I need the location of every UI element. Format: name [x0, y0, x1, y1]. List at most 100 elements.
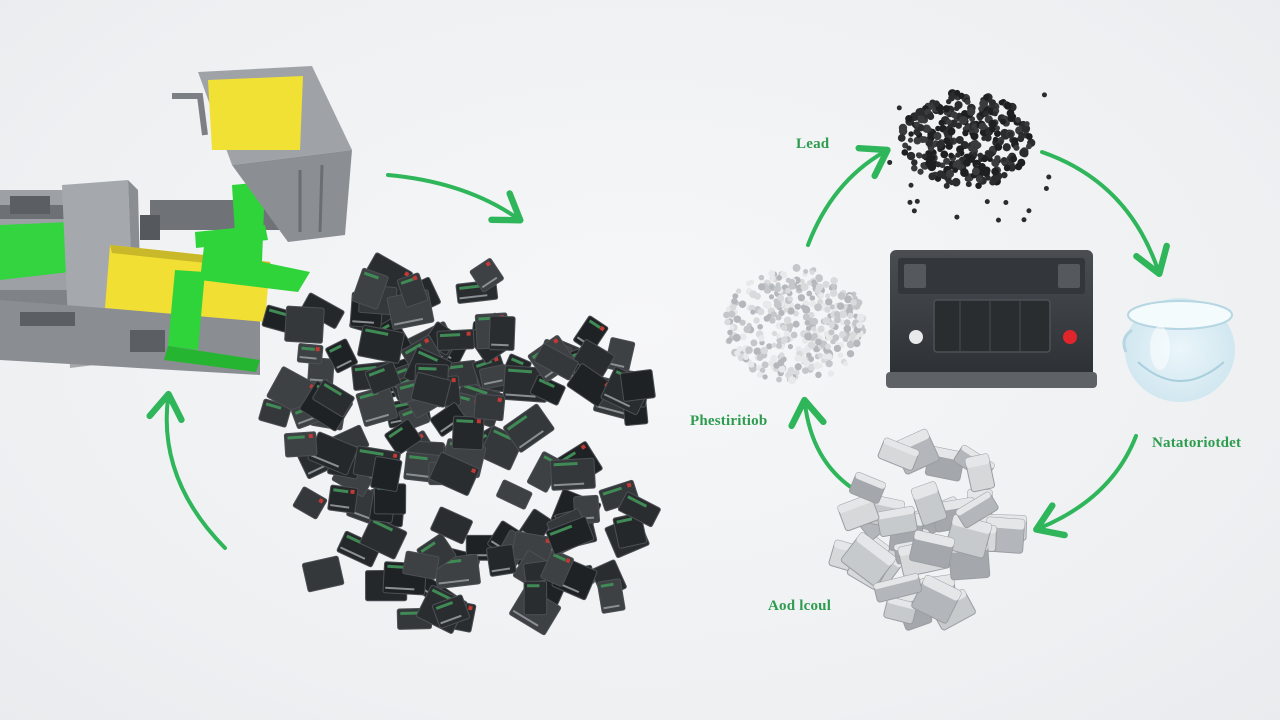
- scrap-piece: [307, 431, 359, 476]
- lead-pellet: [929, 154, 936, 162]
- plastic-pellet: [781, 324, 788, 331]
- plastic-pellet: [778, 365, 786, 373]
- scrap-piece: [370, 456, 403, 492]
- plastic-pellet: [756, 371, 764, 378]
- plastic-pellet: [807, 341, 816, 349]
- plastic-pellet: [776, 376, 782, 383]
- plastic-pellet: [729, 324, 735, 330]
- plastic-pellet: [842, 361, 848, 367]
- scrap-piece: [364, 361, 402, 395]
- plastic-pellet: [809, 295, 816, 301]
- arrow-acid-to-plastic: [788, 396, 854, 490]
- plastic-pellet: [807, 280, 813, 286]
- plastic-pellet: [745, 280, 752, 287]
- lead-pellet: [1001, 171, 1008, 179]
- lead-pellet: [943, 157, 951, 165]
- lead-pellet: [935, 161, 942, 168]
- lead-pellet: [992, 136, 999, 143]
- lead-pellet: [928, 145, 934, 152]
- plastic-pellet: [776, 294, 785, 303]
- lead-pellet: [906, 145, 912, 151]
- plastic-pellet: [763, 315, 770, 322]
- lead-pellet: [896, 105, 902, 111]
- label-electrolyte: Natatoriotdet: [1152, 435, 1242, 451]
- plastic-pellet: [829, 304, 835, 310]
- plastic-pellet: [843, 325, 852, 333]
- plastic-pellet: [856, 321, 863, 329]
- plastic-pellet: [856, 313, 865, 322]
- lead-pellet: [1017, 135, 1025, 143]
- plastic-pellet: [768, 294, 775, 300]
- plastic-pellet: [736, 345, 743, 352]
- plastic-pellet: [813, 361, 822, 370]
- plastic-pellet: [794, 363, 802, 371]
- lead-pellet: [908, 131, 914, 137]
- lead-pellet: [942, 105, 951, 113]
- plastic-pellet: [723, 311, 730, 319]
- plastic-pellet: [739, 333, 747, 341]
- lead-pellet: [972, 152, 978, 158]
- plastic-pellet: [750, 339, 758, 347]
- lead-pellet: [975, 182, 982, 189]
- plastic-pellet: [768, 269, 776, 277]
- lead-pellet: [1003, 164, 1011, 172]
- plastic-pellet: [773, 298, 779, 304]
- plastic-pellet: [802, 313, 810, 321]
- lead-pellet: [952, 167, 959, 173]
- plastic-pellet: [824, 306, 831, 313]
- lead-pellet: [960, 168, 969, 178]
- plastic-pellets-icon: [723, 263, 867, 385]
- plastic-pellet: [726, 337, 733, 344]
- lead-pellet: [984, 134, 992, 142]
- plastic-pellet: [829, 289, 838, 297]
- plastic-pellet: [743, 325, 751, 334]
- plastic-pellet: [804, 320, 811, 326]
- lead-chunk: [877, 437, 920, 471]
- scrap-piece: [596, 578, 626, 614]
- lead-pellet: [1015, 116, 1021, 123]
- scrap-piece: [431, 594, 471, 629]
- lead-pellet: [971, 123, 977, 129]
- plastic-pellet: [735, 288, 742, 294]
- lead-chunk: [964, 453, 996, 493]
- lead-pellet: [950, 111, 958, 119]
- plastic-pellet: [753, 347, 762, 356]
- plastic-pellet: [803, 268, 809, 275]
- lead-pellet: [962, 129, 969, 137]
- plastic-pellet: [849, 331, 857, 338]
- lead-pellet: [945, 142, 953, 150]
- lead-chunk: [910, 481, 948, 526]
- lead-chunk: [883, 596, 918, 625]
- lead-pellet: [959, 115, 968, 125]
- lead-pellet: [913, 121, 920, 128]
- plastic-pellet: [739, 319, 746, 326]
- lead-pellet: [916, 152, 923, 159]
- plastic-pellet: [788, 279, 796, 286]
- plastic-pellet: [808, 356, 815, 362]
- lead-chunk: [840, 532, 896, 587]
- scrap-piece: [436, 329, 475, 351]
- arrow-lead-to-electrolyte: [1040, 150, 1170, 277]
- plastic-pellet: [814, 338, 822, 346]
- plastic-pellet: [809, 300, 817, 308]
- lead-pellet: [938, 119, 945, 126]
- plastic-pellet: [778, 309, 785, 317]
- lead-pellet: [1013, 144, 1020, 151]
- plastic-pellet: [763, 301, 772, 310]
- plastic-pellet: [837, 292, 846, 300]
- lead-chunk: [911, 574, 962, 624]
- lead-chunk: [849, 471, 886, 504]
- plastic-pellet: [804, 332, 812, 341]
- lead-pellet: [1001, 157, 1007, 163]
- lead-chunk: [876, 506, 918, 538]
- lead-pellet: [1004, 102, 1012, 110]
- lead-pellet: [917, 168, 924, 175]
- scrap-piece: [283, 431, 318, 458]
- lead-pellet: [908, 182, 914, 188]
- plastic-pellet: [756, 354, 764, 362]
- lead-pellet: [971, 167, 980, 176]
- plastic-pellet: [732, 333, 741, 342]
- plastic-pellet: [817, 325, 825, 333]
- lead-pellet: [954, 100, 963, 110]
- lead-pellet: [887, 159, 893, 165]
